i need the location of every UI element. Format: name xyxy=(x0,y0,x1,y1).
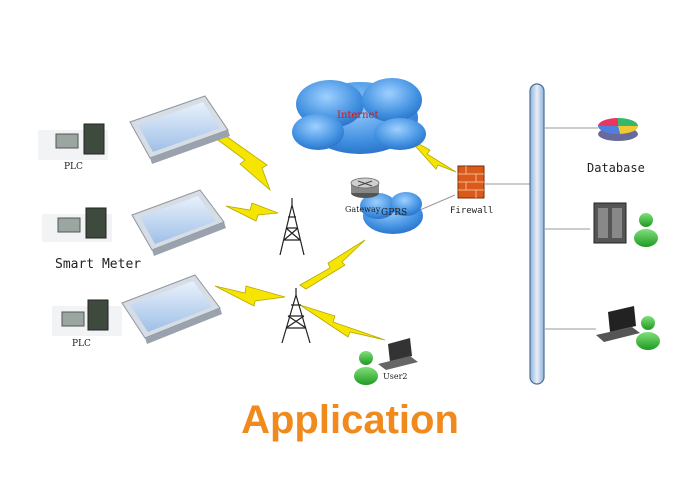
gprs-to-firewall-line xyxy=(419,194,456,211)
laptop-user2-icon xyxy=(378,338,418,370)
lightning-bolt-tower-user xyxy=(299,304,386,341)
lightning-bolt-top-meter xyxy=(217,135,271,192)
lightning-bolt-bottom-meter xyxy=(214,285,286,307)
label-user2: User2 xyxy=(383,372,408,381)
user-laptop-icon xyxy=(636,316,660,350)
laptop-icon xyxy=(596,306,640,342)
smart-meter-bottom-icon xyxy=(121,274,222,344)
network-bus xyxy=(529,83,545,385)
label-internet: Internet xyxy=(337,110,379,121)
smart-meter-middle-icon xyxy=(131,189,226,256)
cell-tower-bottom-icon xyxy=(281,288,311,344)
label-gateway: Gateway xyxy=(345,205,381,214)
lightning-bolt-tower-gprs xyxy=(299,239,366,290)
page-title: Application xyxy=(241,398,459,442)
firewall-icon xyxy=(457,165,485,199)
router-icon xyxy=(350,177,380,198)
smart-meter-top-icon xyxy=(129,95,230,164)
label-plc-bottom: PLC xyxy=(72,339,91,349)
label-smart-meter: Smart Meter xyxy=(55,257,142,272)
label-firewall: Firewall xyxy=(450,206,494,216)
server-icon xyxy=(593,202,627,244)
internet-cloud xyxy=(292,78,426,154)
lightning-bolt-internet-firewall xyxy=(407,137,457,173)
user-server-icon xyxy=(634,213,658,247)
plc-device-bottom-icon xyxy=(52,299,122,336)
cell-tower-top-icon xyxy=(279,198,305,256)
plc-device-top-icon xyxy=(38,123,108,160)
label-database: Database xyxy=(587,161,645,175)
database-pie-icon xyxy=(597,118,639,141)
connection-lines xyxy=(419,127,598,330)
lightning-bolt-mid-meter xyxy=(225,202,279,222)
plc-device-middle-icon xyxy=(42,207,112,242)
user2-person-icon xyxy=(354,351,378,385)
label-gprs: GPRS xyxy=(381,208,408,218)
label-plc-top: PLC xyxy=(64,162,83,172)
lightning-bolts xyxy=(214,135,457,341)
gprs-cloud xyxy=(360,192,423,234)
